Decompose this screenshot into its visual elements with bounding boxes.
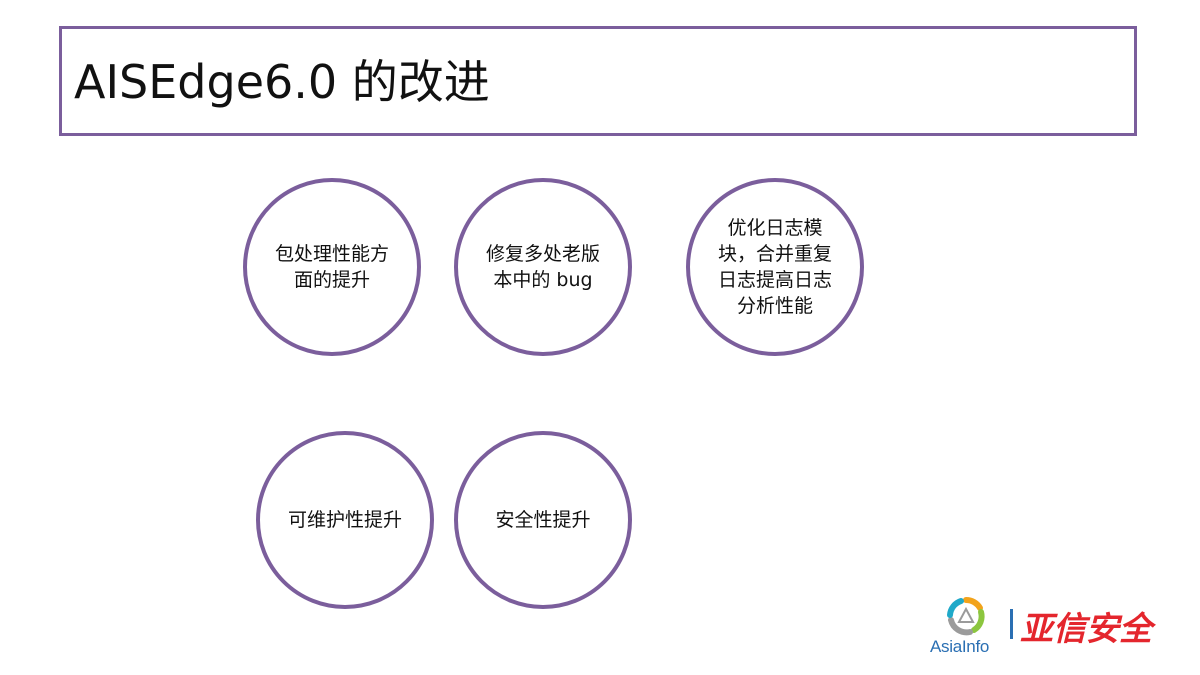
improvement-circle-2: 修复多处老版本中的 bug [454,178,632,356]
company-logo: AsiaInfo 亚信安全 [928,592,1188,662]
improvement-text-5: 安全性提升 [495,509,591,531]
improvement-circle-4: 可维护性提升 [256,431,434,609]
improvement-circle-5: 安全性提升 [454,431,632,609]
title-box: AISEdge6.0 的改进 [59,26,1137,136]
improvement-circle-3: 优化日志模块，合并重复日志提高日志分析性能 [686,178,864,356]
improvement-text-3: 优化日志模块，合并重复日志提高日志分析性能 [717,217,832,317]
slide-title: AISEdge6.0 的改进 [74,55,490,109]
improvement-circle-1: 包处理性能方面的提升 [243,178,421,356]
improvement-text-1: 包处理性能方面的提升 [274,243,389,291]
logo-brand-text: AsiaInfo [930,637,990,656]
improvement-text-2: 修复多处老版本中的 bug [485,243,600,291]
logo-chinese-text: 亚信安全 [1020,609,1152,648]
asiainfo-ring-icon [947,596,985,636]
improvement-text-4: 可维护性提升 [287,509,402,531]
logo-divider [1010,609,1013,639]
